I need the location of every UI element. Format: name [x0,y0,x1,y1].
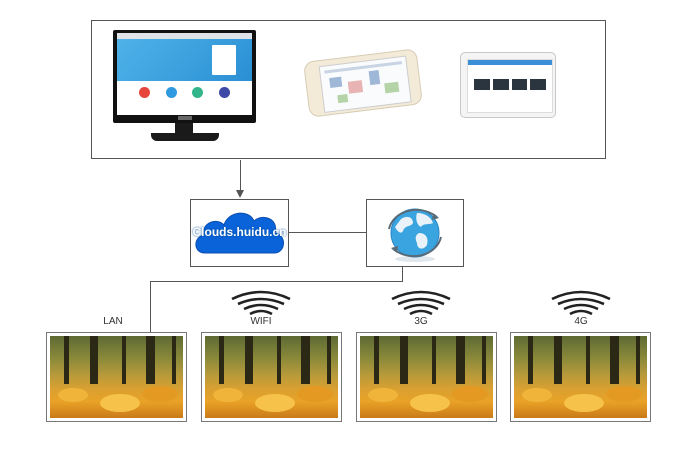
wireless-signal-icon [551,290,611,316]
connector-network-bus [150,281,403,282]
connector-cloud-globe [289,232,366,233]
arrow-down-icon [236,190,244,198]
network-label-3g: 3G [414,316,428,327]
tablet-icon [460,52,556,118]
led-display-3g [356,332,497,422]
globe-icon [388,208,442,262]
autumn-forest-image [360,336,493,418]
network-label-4g: 4G [574,316,588,327]
autumn-forest-image [205,336,338,418]
connector-globe-down [402,267,403,282]
cloud-server-label: Clouds.huidu.cn [192,225,287,239]
wireless-signal-icon [231,290,291,316]
network-label-wifi: WIFI [250,316,272,327]
led-display-lan [46,332,187,422]
led-display-4g [510,332,651,422]
autumn-forest-image [50,336,183,418]
network-label-lan: LAN [103,316,123,327]
led-display-wifi [201,332,342,422]
cloud-icon [195,212,284,254]
desktop-monitor-icon [113,30,256,144]
connector-lan [150,281,151,332]
autumn-forest-image [514,336,647,418]
wireless-signal-icon [391,290,451,316]
connector-devices-cloud [240,160,241,191]
